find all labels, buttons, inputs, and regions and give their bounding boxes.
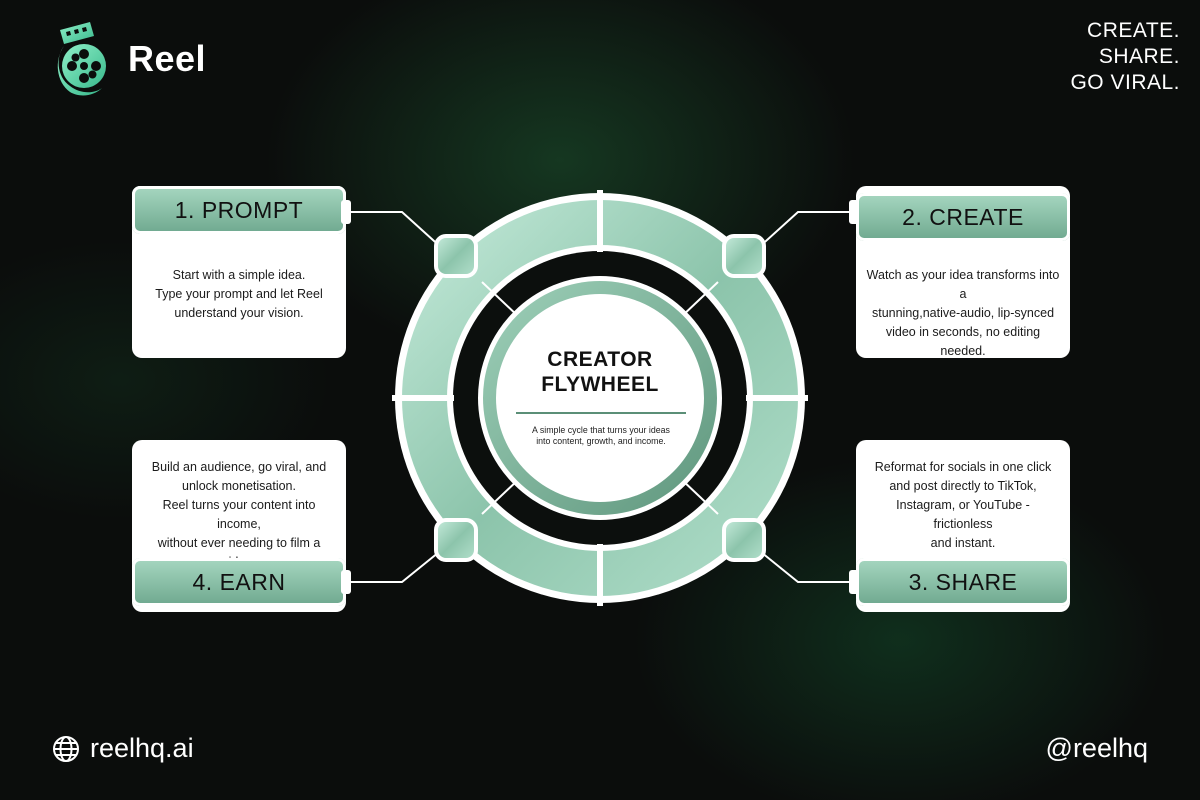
step-card-prompt: 1. PROMPT Start with a simple idea. Type… <box>132 186 346 358</box>
step-title: 3. SHARE <box>856 558 1070 606</box>
connector-lines <box>346 211 854 583</box>
website-link[interactable]: reelhq.ai <box>52 733 194 764</box>
step-description: Watch as your idea transforms into a stu… <box>866 268 1060 358</box>
website-url[interactable]: reelhq.ai <box>90 733 194 763</box>
step-title: 4. EARN <box>132 558 346 606</box>
tagline-line: CREATE. <box>1087 19 1180 42</box>
center-title: CREATOR FLYWHEEL <box>541 348 659 396</box>
globe-icon <box>53 735 79 762</box>
step-title: 2. CREATE <box>856 193 1070 241</box>
step-card-create: 2. CREATE Watch as your idea transforms … <box>856 186 1070 358</box>
step-description: Start with a simple idea. Type your prom… <box>155 268 323 320</box>
center-divider <box>516 412 686 414</box>
tagline-line: GO VIRAL. <box>1070 71 1180 94</box>
social-handle[interactable]: @reelhq <box>1045 733 1148 763</box>
step-card-earn: Build an audience, go viral, and unlock … <box>132 440 346 612</box>
brand-name: Reel <box>128 38 207 79</box>
film-reel-icon <box>57 22 106 96</box>
tagline: CREATE. SHARE. GO VIRAL. <box>1070 18 1180 96</box>
step-title: 1. PROMPT <box>132 186 346 234</box>
step-description: Build an audience, go viral, and unlock … <box>151 460 327 569</box>
step-card-share: Reformat for socials in one click and po… <box>856 440 1070 612</box>
step-description: Reformat for socials in one click and po… <box>874 460 1052 550</box>
center-description: A simple cycle that turns your ideas int… <box>532 425 670 446</box>
brand-logo: Reel <box>50 20 206 98</box>
tagline-line: SHARE. <box>1098 45 1180 68</box>
